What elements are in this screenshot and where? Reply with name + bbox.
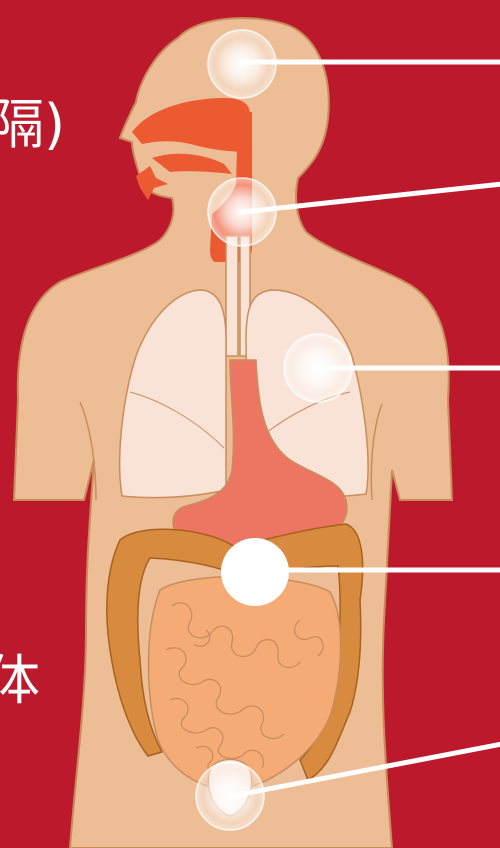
chest-marker [284, 334, 352, 402]
trachea [226, 236, 238, 356]
edge-text-bottom: 体 [0, 654, 40, 708]
throat-marker [208, 178, 276, 246]
head-marker [208, 30, 276, 98]
pelvis-marker [196, 762, 264, 830]
edge-text-top: 隔) [0, 98, 65, 152]
abdomen-marker [221, 538, 289, 606]
